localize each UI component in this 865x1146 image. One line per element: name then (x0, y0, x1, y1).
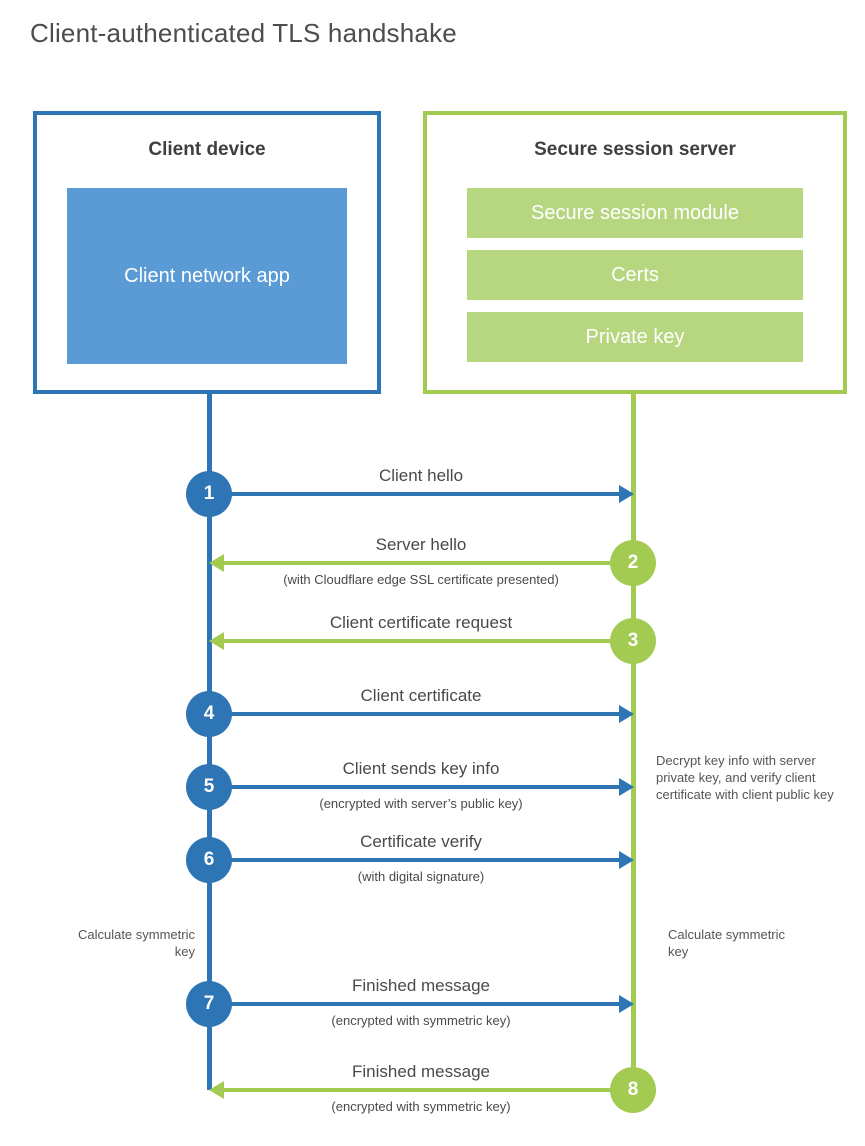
arrow-line (211, 1002, 621, 1006)
client-network-app-rect: Client network app (67, 188, 347, 364)
arrow-left-icon (209, 632, 224, 650)
arrow-line (211, 712, 621, 716)
arrow-line (221, 1088, 631, 1092)
step-subtitle: (encrypted with server’s public key) (319, 796, 523, 811)
note-calculate-symmetric-key-client: Calculate symmetric key (77, 927, 195, 959)
secure-session-server-title: Secure session server (534, 139, 736, 160)
arrow-left-icon (209, 554, 224, 572)
step-number-badge: 3 (610, 618, 656, 664)
client-network-app-label: Client network app (124, 265, 290, 287)
step-subtitle: (with Cloudflare edge SSL certificate pr… (283, 572, 559, 587)
step-number-badge: 5 (186, 764, 232, 810)
arrow-line (211, 858, 621, 862)
arrow-line (221, 561, 631, 565)
step-number-badge: 6 (186, 837, 232, 883)
arrow-right-icon (619, 485, 634, 503)
note-decrypt-key-info: Decrypt key info with server private key… (656, 753, 834, 802)
arrow-line (221, 639, 631, 643)
client-lifeline (207, 394, 212, 1090)
note-calculate-symmetric-key-server: Calculate symmetric key (668, 927, 786, 959)
arrow-right-icon (619, 705, 634, 723)
step-label: Client hello (378, 466, 464, 485)
step-number-badge: 1 (186, 471, 232, 517)
step-label: Client certificate (360, 686, 482, 705)
module-secure-session: Secure session module (467, 188, 803, 238)
arrow-right-icon (619, 851, 634, 869)
page-title: Client-authenticated TLS handshake (30, 18, 457, 48)
secure-session-server-box: Secure session server Secure session mod… (423, 111, 847, 394)
step-label: Finished message (352, 1062, 490, 1081)
step-label: Client sends key info (342, 759, 500, 778)
module-private-key: Private key (467, 312, 803, 362)
arrow-right-icon (619, 995, 634, 1013)
module-certs: Certs (467, 250, 803, 300)
step-number-badge: 2 (610, 540, 656, 586)
arrow-line (211, 785, 621, 789)
arrow-line (211, 492, 621, 496)
step-label: Server hello (375, 535, 467, 554)
arrow-left-icon (209, 1081, 224, 1099)
step-subtitle: (with digital signature) (357, 869, 485, 884)
step-label: Finished message (352, 976, 490, 995)
step-number-badge: 7 (186, 981, 232, 1027)
client-device-title: Client device (148, 139, 266, 160)
client-device-box: Client device Client network app (33, 111, 381, 394)
step-subtitle: (encrypted with symmetric key) (331, 1099, 511, 1114)
server-modules: Secure session module Certs Private key (467, 188, 803, 374)
arrow-right-icon (619, 778, 634, 796)
step-number-badge: 8 (610, 1067, 656, 1113)
step-subtitle: (encrypted with symmetric key) (331, 1013, 511, 1028)
step-label: Client certificate request (329, 613, 513, 632)
step-number-badge: 4 (186, 691, 232, 737)
server-lifeline (631, 394, 636, 1093)
step-label: Certificate verify (360, 832, 482, 851)
